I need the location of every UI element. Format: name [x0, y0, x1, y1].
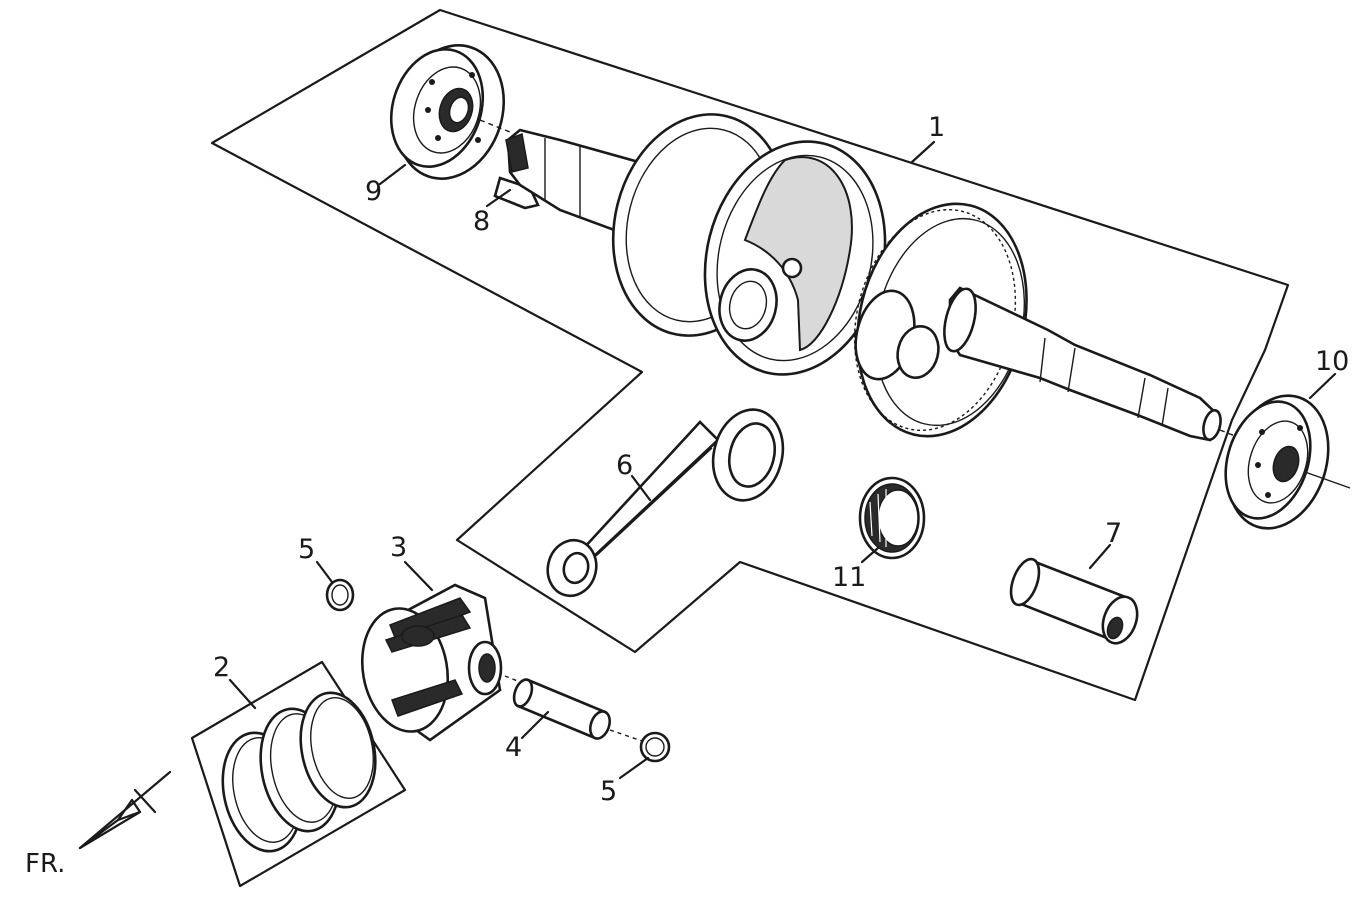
front-direction-label: FR.	[25, 849, 65, 879]
callout-10: 10	[1315, 346, 1349, 377]
piston	[360, 583, 503, 742]
crank-pin	[1009, 557, 1139, 645]
callout-8: 8	[473, 206, 490, 237]
piston-pin	[512, 678, 612, 740]
right-bearing	[1224, 394, 1330, 530]
callout-5-lower: 5	[600, 776, 617, 807]
piston-ring-set-outline	[190, 660, 407, 888]
callout-4: 4	[505, 732, 522, 763]
left-bearing	[389, 44, 506, 180]
leader-lines	[228, 140, 1337, 780]
piston-rings	[221, 691, 377, 853]
crankshaft-assembly-outline	[210, 8, 1290, 702]
callout-7: 7	[1105, 518, 1122, 549]
callout-6: 6	[616, 450, 633, 481]
connecting-rod	[546, 408, 785, 598]
callout-3: 3	[390, 532, 407, 563]
callout-5-upper: 5	[298, 534, 315, 565]
callout-1: 1	[928, 112, 945, 143]
callout-9: 9	[365, 176, 382, 207]
needle-bearing	[858, 476, 926, 560]
callout-2: 2	[213, 652, 230, 683]
callout-11: 11	[832, 562, 866, 593]
crankshaft	[505, 113, 1222, 442]
circlip-lower	[639, 731, 671, 763]
front-direction-arrow	[78, 770, 172, 850]
circlip-upper	[325, 578, 355, 612]
